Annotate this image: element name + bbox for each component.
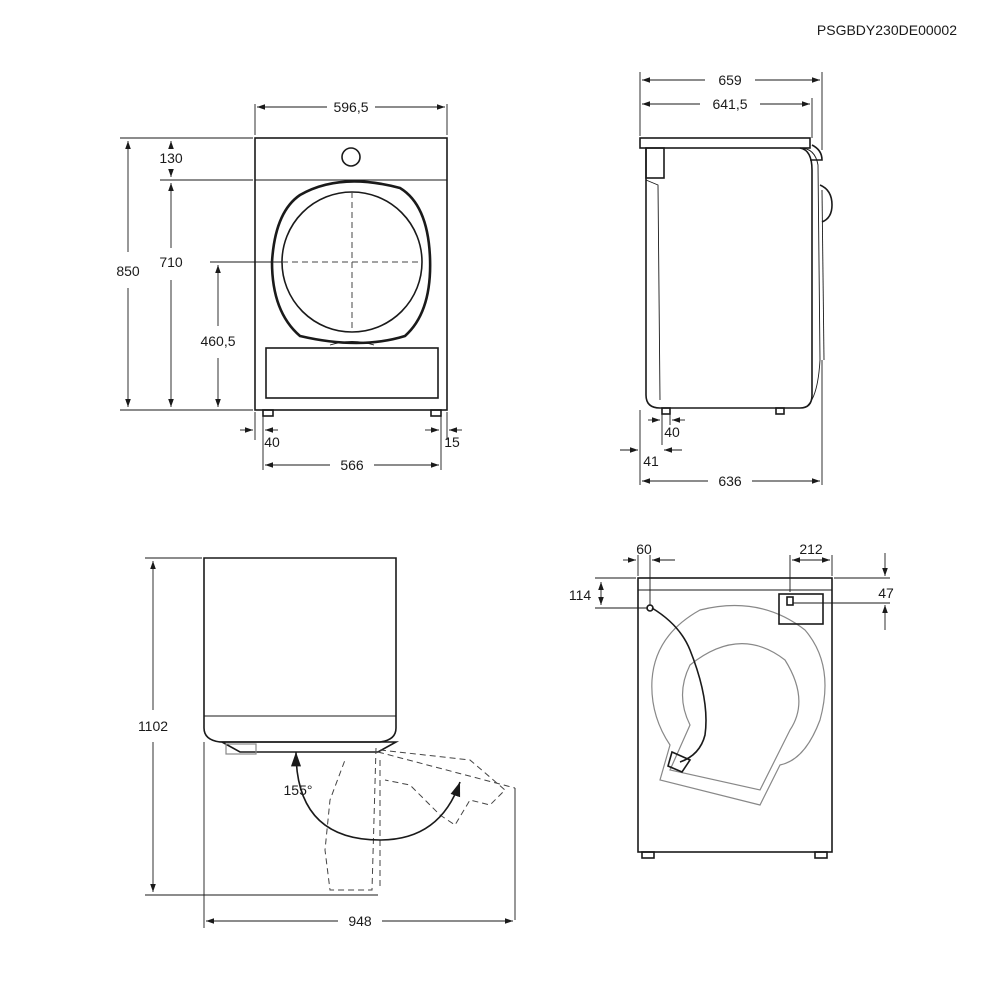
- side-foot-rear: [661, 407, 671, 415]
- dim-front-height-total: 850: [116, 263, 140, 279]
- side-rear-connector: [645, 147, 665, 179]
- dim-front-top-height: 130: [159, 150, 183, 166]
- dim-front-body-height: 710: [159, 254, 183, 270]
- power-plug-icon: [786, 596, 794, 606]
- dim-front-foot-left: 40: [264, 434, 280, 450]
- dim-back-plug-y: 47: [878, 585, 894, 601]
- back-view: 60 114 212 47: [569, 541, 894, 859]
- dim-side-foot: 40: [664, 424, 680, 440]
- dim-open-height: 1102: [138, 718, 168, 734]
- door-hinge: [225, 743, 257, 755]
- front-door-outline: [270, 180, 432, 345]
- dim-door-angle: 155°: [284, 782, 313, 798]
- door-angle-arc: [290, 751, 461, 841]
- side-front-profile: [799, 147, 821, 406]
- dim-side-depth-base: 636: [718, 473, 742, 489]
- open-door-view: 155° 1102 948: [138, 557, 516, 929]
- front-foot-right: [430, 409, 442, 417]
- dim-back-hose-x: 60: [636, 541, 652, 557]
- drain-hose: [651, 607, 707, 763]
- opened-door-position: [324, 747, 377, 891]
- front-view: 596,5 850 130 710 460,5 40 15: [116, 99, 462, 473]
- program-knob: [341, 147, 361, 167]
- door-handle: [329, 341, 375, 346]
- dim-side-depth-body: 641,5: [712, 96, 747, 112]
- dim-front-foot-span: 566: [340, 457, 364, 473]
- side-knob: [810, 144, 823, 161]
- front-foot-left: [262, 409, 274, 417]
- dim-side-back-offset: 41: [643, 453, 659, 469]
- hose-end: [667, 750, 692, 773]
- dim-front-door-center: 460,5: [200, 333, 235, 349]
- back-foot-right: [814, 851, 828, 859]
- dim-front-foot-right: 15: [444, 434, 460, 450]
- back-body-outline: [637, 577, 833, 853]
- dim-back-hose-y: 114: [569, 587, 592, 603]
- top-body-outline: [203, 557, 397, 743]
- side-foot-front: [775, 407, 785, 415]
- front-filter-drawer: [265, 347, 439, 399]
- back-foot-left: [641, 851, 655, 859]
- document-code: PSGBDY230DE00002: [817, 22, 957, 38]
- side-top-panel: [639, 137, 811, 149]
- side-door-bulge: [819, 184, 833, 223]
- back-drum-outline: [651, 604, 826, 806]
- dim-side-depth-total: 659: [718, 72, 742, 88]
- side-view: 659 641,5 40 41 636: [620, 72, 833, 489]
- side-rear-edge: [645, 179, 661, 401]
- dim-back-plug-x: 212: [799, 541, 823, 557]
- side-body-outline: [645, 147, 813, 409]
- front-body-outline: [254, 137, 448, 411]
- power-connection-box: [778, 593, 824, 625]
- dim-open-depth: 948: [348, 913, 372, 929]
- dim-front-width: 596,5: [333, 99, 368, 115]
